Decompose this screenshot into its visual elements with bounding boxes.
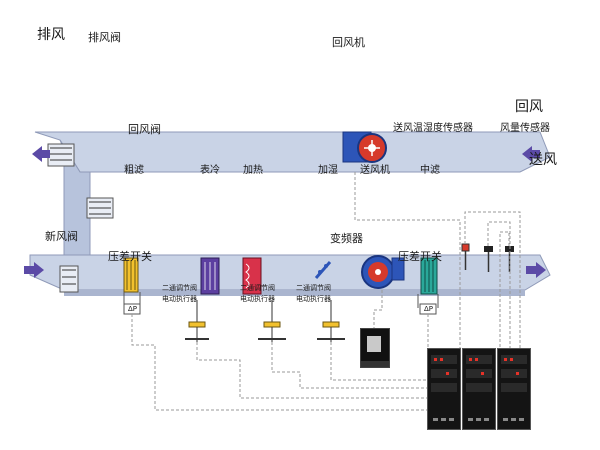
heater-icon bbox=[242, 257, 262, 295]
control-wiring bbox=[131, 172, 521, 411]
panel-display bbox=[501, 369, 527, 378]
label-valve-2-bottom: 电动执行器 bbox=[240, 295, 275, 303]
panel-display bbox=[466, 369, 492, 378]
label-supply-fan: 送风机 bbox=[360, 165, 390, 176]
panel-button bbox=[503, 418, 508, 421]
panel-button bbox=[449, 418, 454, 421]
valve-2-icon bbox=[258, 300, 286, 342]
return-fan-icon bbox=[342, 131, 387, 163]
label-return-fan: 回风机 bbox=[332, 36, 365, 49]
label-cooling: 表冷 bbox=[200, 165, 220, 176]
label-valve-3-top: 二通调节阀 bbox=[296, 284, 331, 292]
return-air-damper bbox=[86, 197, 114, 219]
controller-panel-1-icon bbox=[427, 348, 461, 430]
label-return-air: 回风 bbox=[515, 99, 543, 115]
controller-panel-3-icon bbox=[497, 348, 531, 430]
vfd-base bbox=[361, 361, 389, 367]
cooling-coil-icon bbox=[200, 257, 220, 295]
panel-display bbox=[431, 383, 457, 392]
humidifier-icon bbox=[314, 261, 332, 279]
label-dp-symbol-2: ΔP bbox=[424, 305, 434, 313]
label-valve-1-bottom: 电动执行器 bbox=[162, 295, 197, 303]
fresh-air-arrow-icon bbox=[24, 262, 44, 278]
panel-led bbox=[440, 358, 443, 361]
panel-display bbox=[466, 383, 492, 392]
label-airflow-sensor: 风量传感器 bbox=[500, 123, 550, 134]
supply-fan-icon bbox=[361, 255, 405, 289]
label-vfd: 变频器 bbox=[330, 232, 363, 245]
panel-display bbox=[501, 383, 527, 392]
panel-button bbox=[511, 418, 516, 421]
label-supply-th-sensor: 送风温湿度传感器 bbox=[393, 123, 473, 134]
panel-led bbox=[446, 372, 449, 375]
label-humidify: 加湿 bbox=[318, 165, 338, 176]
panel-led bbox=[510, 358, 513, 361]
label-valve-3-bottom: 电动执行器 bbox=[296, 295, 331, 303]
return-air-arrow-icon bbox=[522, 146, 540, 162]
exhaust-damper bbox=[47, 143, 75, 167]
label-heating: 加热 bbox=[243, 165, 263, 176]
panel-button bbox=[484, 418, 489, 421]
panel-led bbox=[516, 372, 519, 375]
panel-led bbox=[434, 358, 437, 361]
panel-led bbox=[475, 358, 478, 361]
panel-display bbox=[431, 355, 457, 364]
exhaust-arrow-icon bbox=[32, 146, 50, 162]
panel-display bbox=[501, 355, 527, 364]
airflow-sensor-icon bbox=[484, 246, 493, 272]
label-dp-switch-1: 压差开关 bbox=[108, 250, 152, 263]
controller-panel-2-icon bbox=[462, 348, 496, 430]
supply-air-arrow-icon bbox=[526, 262, 546, 278]
label-valve-2-top: 二通调节阀 bbox=[240, 284, 275, 292]
coarse-filter-icon bbox=[123, 257, 139, 293]
panel-button bbox=[476, 418, 481, 421]
panel-button bbox=[468, 418, 473, 421]
medium-filter-icon bbox=[420, 257, 438, 295]
label-return-air-damper: 回风阀 bbox=[128, 123, 161, 136]
panel-led bbox=[481, 372, 484, 375]
return-duct bbox=[34, 131, 551, 173]
vfd-icon bbox=[360, 328, 390, 368]
label-exhaust: 排风 bbox=[37, 27, 65, 43]
label-valve-1-top: 二通调节阀 bbox=[162, 284, 197, 292]
panel-display bbox=[431, 369, 457, 378]
panel-led bbox=[469, 358, 472, 361]
label-medium-filter: 中滤 bbox=[420, 165, 440, 176]
label-exhaust-damper: 排风阀 bbox=[88, 31, 121, 44]
panel-button bbox=[433, 418, 438, 421]
dp-switch-1-icon bbox=[123, 292, 141, 315]
vfd-window bbox=[367, 336, 381, 352]
label-supply-air: 送风 bbox=[529, 152, 557, 168]
label-fresh-air-damper: 新风阀 bbox=[45, 230, 78, 243]
label-dp-symbol-1: ΔP bbox=[128, 305, 138, 313]
label-coarse-filter: 粗滤 bbox=[124, 165, 144, 176]
panel-display bbox=[466, 355, 492, 364]
supply-duct-bottom-face bbox=[64, 290, 525, 296]
valve-1-icon bbox=[185, 300, 209, 342]
panel-button bbox=[519, 418, 524, 421]
panel-led bbox=[504, 358, 507, 361]
valve-3-icon bbox=[317, 300, 345, 342]
label-dp-switch-2: 压差开关 bbox=[398, 250, 442, 263]
fresh-air-damper bbox=[59, 265, 79, 293]
panel-button bbox=[441, 418, 446, 421]
